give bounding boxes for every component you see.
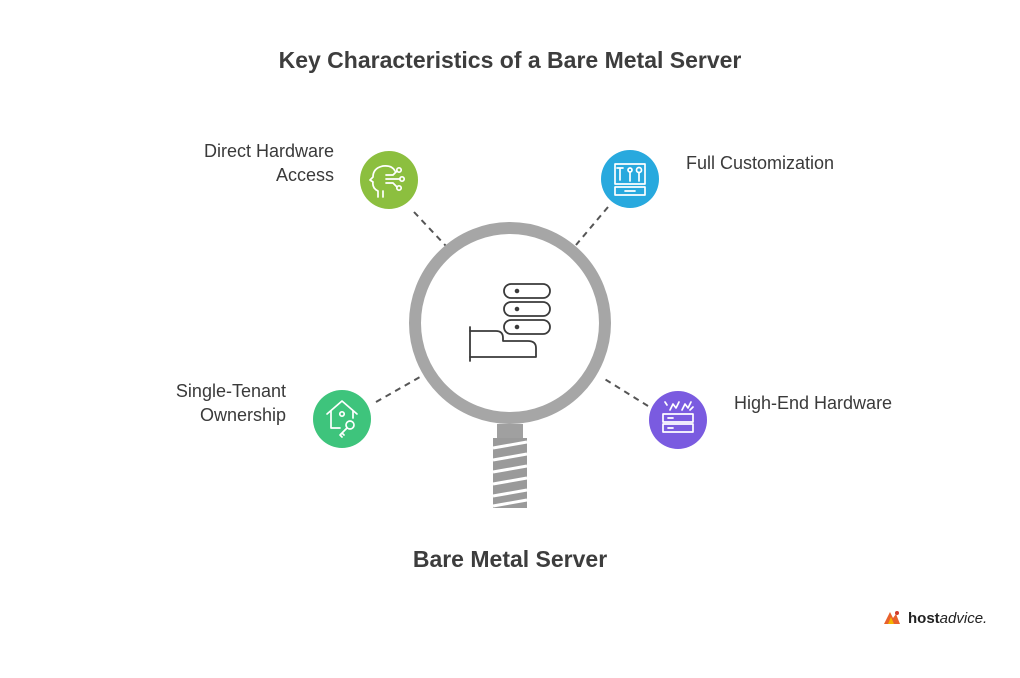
tools-panel-icon: [614, 163, 646, 196]
server-hand-icon: [469, 283, 551, 362]
magnifier-ring: [409, 222, 611, 424]
brand-host: host: [908, 609, 940, 627]
label-single-tenant-ownership: Single-Tenant Ownership: [126, 379, 286, 427]
label-line: Ownership: [199, 405, 286, 425]
connector-single-tenant: [375, 376, 421, 403]
connector-high-end: [602, 377, 649, 407]
high-end-hardware-node: [649, 391, 707, 449]
direct-hardware-access-node: [360, 151, 418, 209]
connector-lines: [375, 206, 649, 407]
connector-full-customization: [575, 206, 609, 246]
house-key-icon: [326, 400, 358, 438]
label-line: Full Customization: [686, 153, 835, 173]
label-full-customization: Full Customization: [686, 151, 886, 175]
label-line: Direct Hardware: [203, 141, 334, 161]
server-sparks-icon: [662, 401, 694, 433]
connector-direct-hardware: [413, 211, 447, 247]
brand-advice: advice.: [939, 609, 988, 627]
center-label: Bare Metal Server: [412, 546, 608, 572]
label-high-end-hardware: High-End Hardware: [734, 391, 954, 415]
label-line: Single-Tenant: [175, 381, 286, 401]
magnifier-handle: [492, 424, 528, 508]
single-tenant-ownership-node: [313, 390, 371, 448]
label-line: Access: [275, 165, 334, 185]
brain-circuit-icon: [369, 165, 406, 198]
full-customization-node: [601, 150, 659, 208]
hostadvice-logo-icon: [884, 611, 900, 624]
label-direct-hardware-access: Direct Hardware Access: [174, 139, 334, 187]
label-line: High-End Hardware: [734, 393, 893, 413]
diagram-title: Key Characteristics of a Bare Metal Serv…: [278, 47, 742, 73]
